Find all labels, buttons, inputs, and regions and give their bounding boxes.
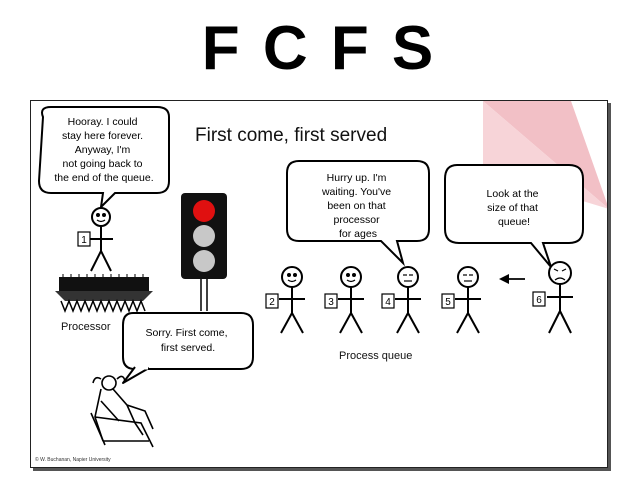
diagram-panel: First come, first served Hooray. I could…	[30, 100, 608, 468]
speech-bubble-sorry: Sorry. First come, first served.	[122, 312, 254, 384]
bubble-line: size of that	[487, 202, 538, 214]
process-number-4: 4	[385, 297, 391, 308]
speech-bubble-look: Look at the size of that queue!	[444, 164, 584, 268]
bubble-line: stay here forever.	[62, 130, 143, 142]
bubble-line: Look at the	[487, 188, 539, 200]
bubble-line: queue!	[498, 216, 530, 228]
bubble-line: first served.	[161, 342, 215, 354]
slide-title: F C F S	[201, 14, 437, 83]
bubble-line: Sorry. First come,	[146, 327, 228, 339]
bubble-line: for ages	[339, 228, 377, 240]
processor-label: Processor	[61, 321, 111, 333]
copyright-text: © W. Buchanan, Napier University	[35, 456, 111, 463]
traffic-light-icon	[181, 193, 227, 311]
stick-figure-process-6	[547, 261, 573, 334]
process-number-box-3	[324, 293, 338, 309]
processor-chip-icon	[55, 274, 153, 314]
process-number-5: 5	[445, 297, 451, 308]
process-number-3: 3	[328, 297, 334, 308]
svg-text:Hooray. I could stay her: Hooray. I could stay here forever. Anywa…	[54, 116, 153, 184]
speech-bubble-hurry: Hurry up. I'm waiting. You've been on th…	[286, 160, 430, 267]
bubble-line: not going back to	[63, 158, 143, 170]
svg-text:Sorry. First come, first: Sorry. First come, first served.	[146, 327, 231, 354]
process-number-6: 6	[536, 295, 542, 306]
bubble-line: processor	[333, 214, 380, 226]
diagram-canvas: First come, first served Hooray. I could…	[35, 101, 607, 463]
svg-text:Look at the size of that: Look at the size of that queue!	[487, 188, 542, 228]
bubble-line: Anyway, I'm	[75, 144, 131, 156]
process-number-box-4	[381, 293, 395, 309]
process-number-box-5	[441, 293, 455, 309]
stick-figure-process-5	[455, 266, 481, 334]
speech-bubble-processor-user: Hooray. I could stay here forever. Anywa…	[37, 106, 170, 210]
stick-figure-process-1	[89, 207, 113, 272]
process-queue-label: Process queue	[339, 350, 412, 362]
process-number-box-2	[265, 293, 279, 309]
process-number-box-6	[532, 291, 546, 307]
process-number-box-1	[77, 231, 91, 247]
bubble-line: Hooray. I could	[68, 116, 138, 128]
left-arrow-icon	[499, 274, 525, 284]
process-number-1: 1	[81, 235, 87, 246]
svg-text:Hurry up. I'm waiting. Y: Hurry up. I'm waiting. You've been on th…	[321, 172, 394, 240]
bubble-line: Hurry up. I'm	[327, 172, 387, 184]
reclining-man-icon	[90, 375, 154, 448]
stick-figure-process-3	[338, 266, 364, 334]
process-number-2: 2	[269, 297, 275, 308]
bubble-line: been on that	[327, 200, 385, 212]
decorative-triangle	[483, 101, 607, 208]
bubble-line: the end of the queue.	[54, 172, 153, 184]
panel-title: First come, first served	[195, 125, 387, 146]
stick-figure-process-4	[395, 266, 421, 334]
stick-figure-process-2	[279, 266, 305, 334]
bubble-line: waiting. You've	[321, 186, 391, 198]
